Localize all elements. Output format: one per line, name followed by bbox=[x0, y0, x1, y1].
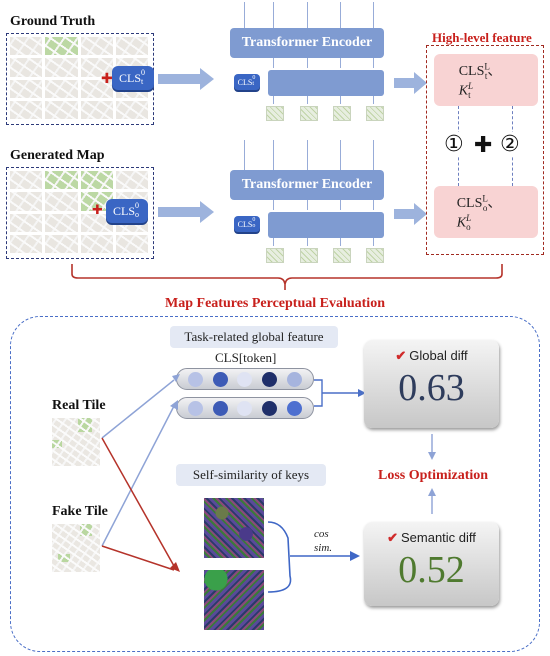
check-icon: ✔ bbox=[387, 530, 398, 545]
real-tile-image bbox=[52, 418, 100, 466]
self-similarity-label: Self-similarity of keys bbox=[176, 464, 326, 486]
circle-one-icon: ① bbox=[444, 132, 464, 157]
section-title: Map Features Perceptual Evaluation bbox=[165, 296, 385, 311]
encoder-top-patch-embedding bbox=[268, 70, 384, 96]
token-row-fake bbox=[176, 397, 314, 419]
cls-token-label: CLS[token] bbox=[215, 350, 277, 365]
fake-tile-image bbox=[52, 524, 100, 572]
high-level-feature-frame bbox=[426, 45, 544, 255]
encoder-bottom-patch-embedding bbox=[268, 212, 384, 238]
cos-sim-connector bbox=[268, 521, 360, 593]
arrow-semantic-to-loss bbox=[428, 488, 436, 514]
arrow-gt-to-encoder bbox=[158, 68, 214, 90]
semantic-diff-box: ✔Semantic diff 0.52 bbox=[364, 522, 499, 606]
plus-icon: ✚ bbox=[92, 203, 103, 218]
patch-tile bbox=[333, 106, 351, 121]
brace-connector bbox=[71, 264, 503, 290]
generated-map-frame bbox=[6, 167, 154, 259]
semantic-diff-value: 0.52 bbox=[398, 549, 465, 591]
global-diff-box: ✔Global diff 0.63 bbox=[364, 340, 499, 428]
feature-t-box: CLSLt、KLt bbox=[434, 54, 538, 106]
global-diff-value: 0.63 bbox=[398, 367, 465, 409]
patch-tile bbox=[333, 248, 351, 263]
tile-arrows bbox=[101, 374, 180, 572]
token-dot bbox=[262, 400, 278, 416]
circle-two-icon: ② bbox=[500, 132, 520, 157]
transformer-encoder-bottom: Transformer Encoder bbox=[230, 170, 384, 200]
sim-label: sim. bbox=[314, 542, 333, 554]
self-similarity-map-fake bbox=[204, 570, 264, 630]
evaluation-frame bbox=[10, 316, 540, 652]
self-similarity-map-real bbox=[204, 498, 264, 558]
global-diff-label: Global diff bbox=[409, 348, 468, 363]
patch-tile bbox=[266, 248, 284, 263]
cos-label: cos bbox=[314, 528, 329, 540]
token-dot bbox=[262, 371, 278, 387]
arrow-encoder-to-feature-bottom bbox=[394, 203, 427, 225]
semantic-diff-label: Semantic diff bbox=[400, 530, 476, 545]
patch-tile bbox=[300, 248, 318, 263]
check-icon: ✔ bbox=[395, 348, 407, 363]
high-level-feature-title: High-level feature bbox=[432, 30, 532, 45]
patch-tile bbox=[300, 106, 318, 121]
token-dot bbox=[187, 400, 203, 416]
token-dot bbox=[187, 371, 203, 387]
token-dot bbox=[237, 400, 253, 416]
fake-tile-label: Fake Tile bbox=[52, 504, 108, 519]
token-dot bbox=[212, 400, 228, 416]
loss-optimization-label: Loss Optimization bbox=[378, 468, 489, 483]
plus-icon: ✚ bbox=[101, 71, 113, 87]
transformer-encoder-top: Transformer Encoder bbox=[230, 28, 384, 58]
arrow-gen-to-encoder bbox=[158, 201, 214, 223]
token-dot bbox=[212, 371, 228, 387]
real-tile-label: Real Tile bbox=[52, 398, 106, 413]
token-to-global-connector bbox=[314, 379, 366, 407]
feature-o-box: CLSLo、KLo bbox=[434, 186, 538, 238]
token-dot bbox=[237, 371, 253, 387]
token-dot bbox=[287, 371, 303, 387]
patch-tile bbox=[366, 248, 384, 263]
arrow-global-to-loss bbox=[428, 434, 436, 460]
generated-map-label: Generated Map bbox=[10, 148, 105, 163]
task-related-label: Task-related global feature bbox=[170, 326, 338, 348]
arrow-encoder-to-feature-top bbox=[394, 72, 427, 94]
token-dot bbox=[287, 400, 303, 416]
ground-truth-label: Ground Truth bbox=[10, 14, 96, 29]
patch-tile bbox=[366, 106, 384, 121]
token-row-real bbox=[176, 368, 314, 390]
plus-icon: ✚ bbox=[474, 133, 493, 158]
patch-tile bbox=[266, 106, 284, 121]
